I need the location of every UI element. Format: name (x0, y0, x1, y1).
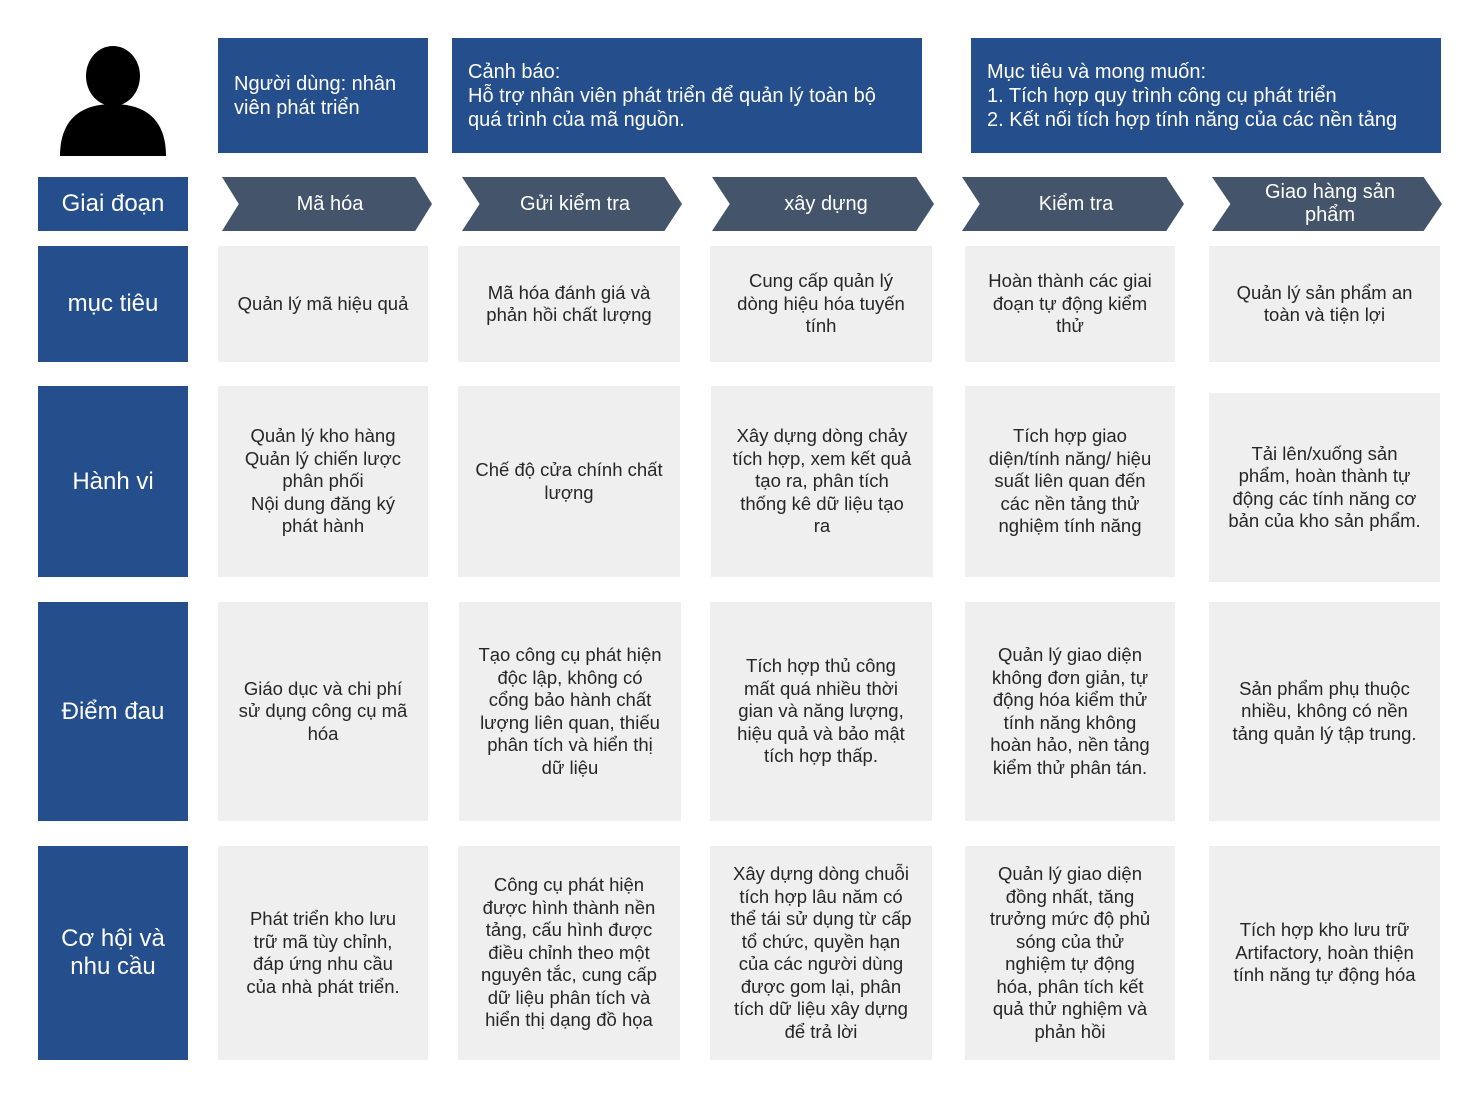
behavior-cell: Xây dựng dòng chảy tích hợp, xem kết quả… (711, 386, 933, 577)
stage-chevron: Mã hóa (222, 177, 432, 231)
opportunity-text: Công cụ phát hiện được hình thành nền tả… (481, 874, 657, 1031)
goal-text: Hoàn thành các giai đoạn tự động kiểm th… (988, 270, 1152, 337)
opportunity-text: Quản lý giao diện đồng nhất, tăng trưởng… (989, 863, 1151, 1042)
persona-user-box: Người dùng: nhân viên phát triển (218, 38, 428, 153)
opportunity-cell: Quản lý giao diện đồng nhất, tăng trưởng… (965, 846, 1175, 1060)
persona-warning-text: Cảnh báo: Hỗ trợ nhân viên phát triển để… (468, 60, 876, 131)
behavior-cell: Tích hợp giao diện/tính năng/ hiệu suất … (965, 386, 1175, 577)
stage-chevron: Kiểm tra (962, 177, 1184, 231)
persona-user-text: Người dùng: nhân viên phát triển (234, 72, 397, 119)
behavior-cell: Quản lý kho hàng Quản lý chiến lược phân… (218, 386, 428, 577)
row-label-behavior: Hành vi (38, 386, 188, 577)
pain-cell: Sản phẩm phụ thuộc nhiều, không có nền t… (1209, 602, 1440, 821)
opportunity-cell: Xây dựng dòng chuỗi tích hợp lâu năm có … (710, 846, 932, 1060)
behavior-cell: Tải lên/xuống sản phẩm, hoàn thành tự độ… (1209, 393, 1440, 582)
row-label-opportunity: Cơ hội và nhu cầu (38, 846, 188, 1060)
goal-cell: Mã hóa đánh giá và phản hồi chất lượng (458, 246, 680, 362)
pain-text: Tích hợp thủ công mất quá nhiều thời gia… (737, 655, 905, 767)
row-label-goal-text: mục tiêu (67, 290, 159, 317)
behavior-text: Xây dựng dòng chảy tích hợp, xem kết quả… (732, 425, 912, 537)
goal-cell: Quản lý mã hiệu quả (218, 246, 428, 362)
goal-cell: Hoàn thành các giai đoạn tự động kiểm th… (965, 246, 1175, 362)
goal-text: Quản lý mã hiệu quả (237, 292, 409, 314)
row-label-opportunity-text: Cơ hội và nhu cầu (61, 925, 165, 980)
pain-cell: Giáo dục và chi phí sử dụng công cụ mã h… (218, 602, 428, 821)
stage-chevron: Giao hàng sản phẩm (1212, 177, 1442, 231)
opportunity-text: Phát triển kho lưu trữ mã tùy chỉnh, đáp… (246, 908, 400, 997)
row-label-goal: mục tiêu (38, 246, 188, 362)
persona-goals-box: Mục tiêu và mong muốn: 1. Tích hợp quy t… (971, 38, 1441, 153)
behavior-text: Chế độ cửa chính chất lượng (475, 459, 663, 503)
stage-label: Giao hàng sản phẩm (1264, 181, 1396, 226)
persona-goals-text: Mục tiêu và mong muốn: 1. Tích hợp quy t… (987, 60, 1398, 131)
pain-cell: Tạo công cụ phát hiện độc lập, không có … (459, 602, 681, 821)
pain-text: Sản phẩm phụ thuộc nhiều, không có nền t… (1232, 677, 1417, 744)
goal-cell: Quản lý sản phẩm an toàn và tiện lợi (1209, 246, 1440, 362)
pain-cell: Quản lý giao diện không đơn giản, tự độn… (965, 602, 1175, 821)
stage-label: Kiểm tra (1038, 192, 1114, 215)
pain-text: Giáo dục và chi phí sử dụng công cụ mã h… (238, 677, 408, 744)
row-label-behavior-text: Hành vi (72, 467, 154, 495)
opportunity-cell: Tích hợp kho lưu trữ Artifactory, hoàn t… (1209, 846, 1440, 1060)
behavior-text: Tải lên/xuống sản phẩm, hoàn thành tự độ… (1228, 442, 1421, 532)
goal-text: Quản lý sản phẩm an toàn và tiện lợi (1236, 281, 1413, 326)
goal-text: Cung cấp quản lý dòng hiệu hóa tuyến tín… (737, 270, 905, 337)
pain-text: Quản lý giao diện không đơn giản, tự độn… (990, 644, 1150, 778)
pain-cell: Tích hợp thủ công mất quá nhiều thời gia… (710, 602, 932, 821)
behavior-text: Quản lý kho hàng Quản lý chiến lược phân… (244, 425, 402, 537)
goal-text: Mã hóa đánh giá và phản hồi chất lượng (486, 281, 652, 326)
opportunity-text: Tích hợp kho lưu trữ Artifactory, hoàn t… (1233, 919, 1416, 986)
pain-text: Tạo công cụ phát hiện độc lập, không có … (478, 644, 662, 778)
goal-cell: Cung cấp quản lý dòng hiệu hóa tuyến tín… (710, 246, 932, 362)
row-label-stage: Giai đoạn (38, 177, 188, 231)
persona-warning-box: Cảnh báo: Hỗ trợ nhân viên phát triển để… (452, 38, 922, 153)
row-label-pain: Điểm đau (38, 602, 188, 821)
stage-label: xây dựng (784, 192, 868, 215)
stage-chevron: Gửi kiểm tra (462, 177, 682, 231)
stage-chevron: xây dựng (712, 177, 934, 231)
behavior-text: Tích hợp giao diện/tính năng/ hiệu suất … (988, 425, 1152, 537)
stage-label: Mã hóa (296, 192, 364, 215)
row-label-stage-text: Giai đoạn (61, 190, 165, 217)
opportunity-cell: Công cụ phát hiện được hình thành nền tả… (458, 846, 680, 1060)
opportunity-cell: Phát triển kho lưu trữ mã tùy chỉnh, đáp… (218, 846, 428, 1060)
opportunity-text: Xây dựng dòng chuỗi tích hợp lâu năm có … (730, 863, 912, 1042)
row-label-pain-text: Điểm đau (61, 697, 165, 725)
behavior-cell: Chế độ cửa chính chất lượng (458, 386, 680, 577)
stage-label: Gửi kiểm tra (519, 192, 631, 215)
user-silhouette-icon (60, 46, 166, 156)
